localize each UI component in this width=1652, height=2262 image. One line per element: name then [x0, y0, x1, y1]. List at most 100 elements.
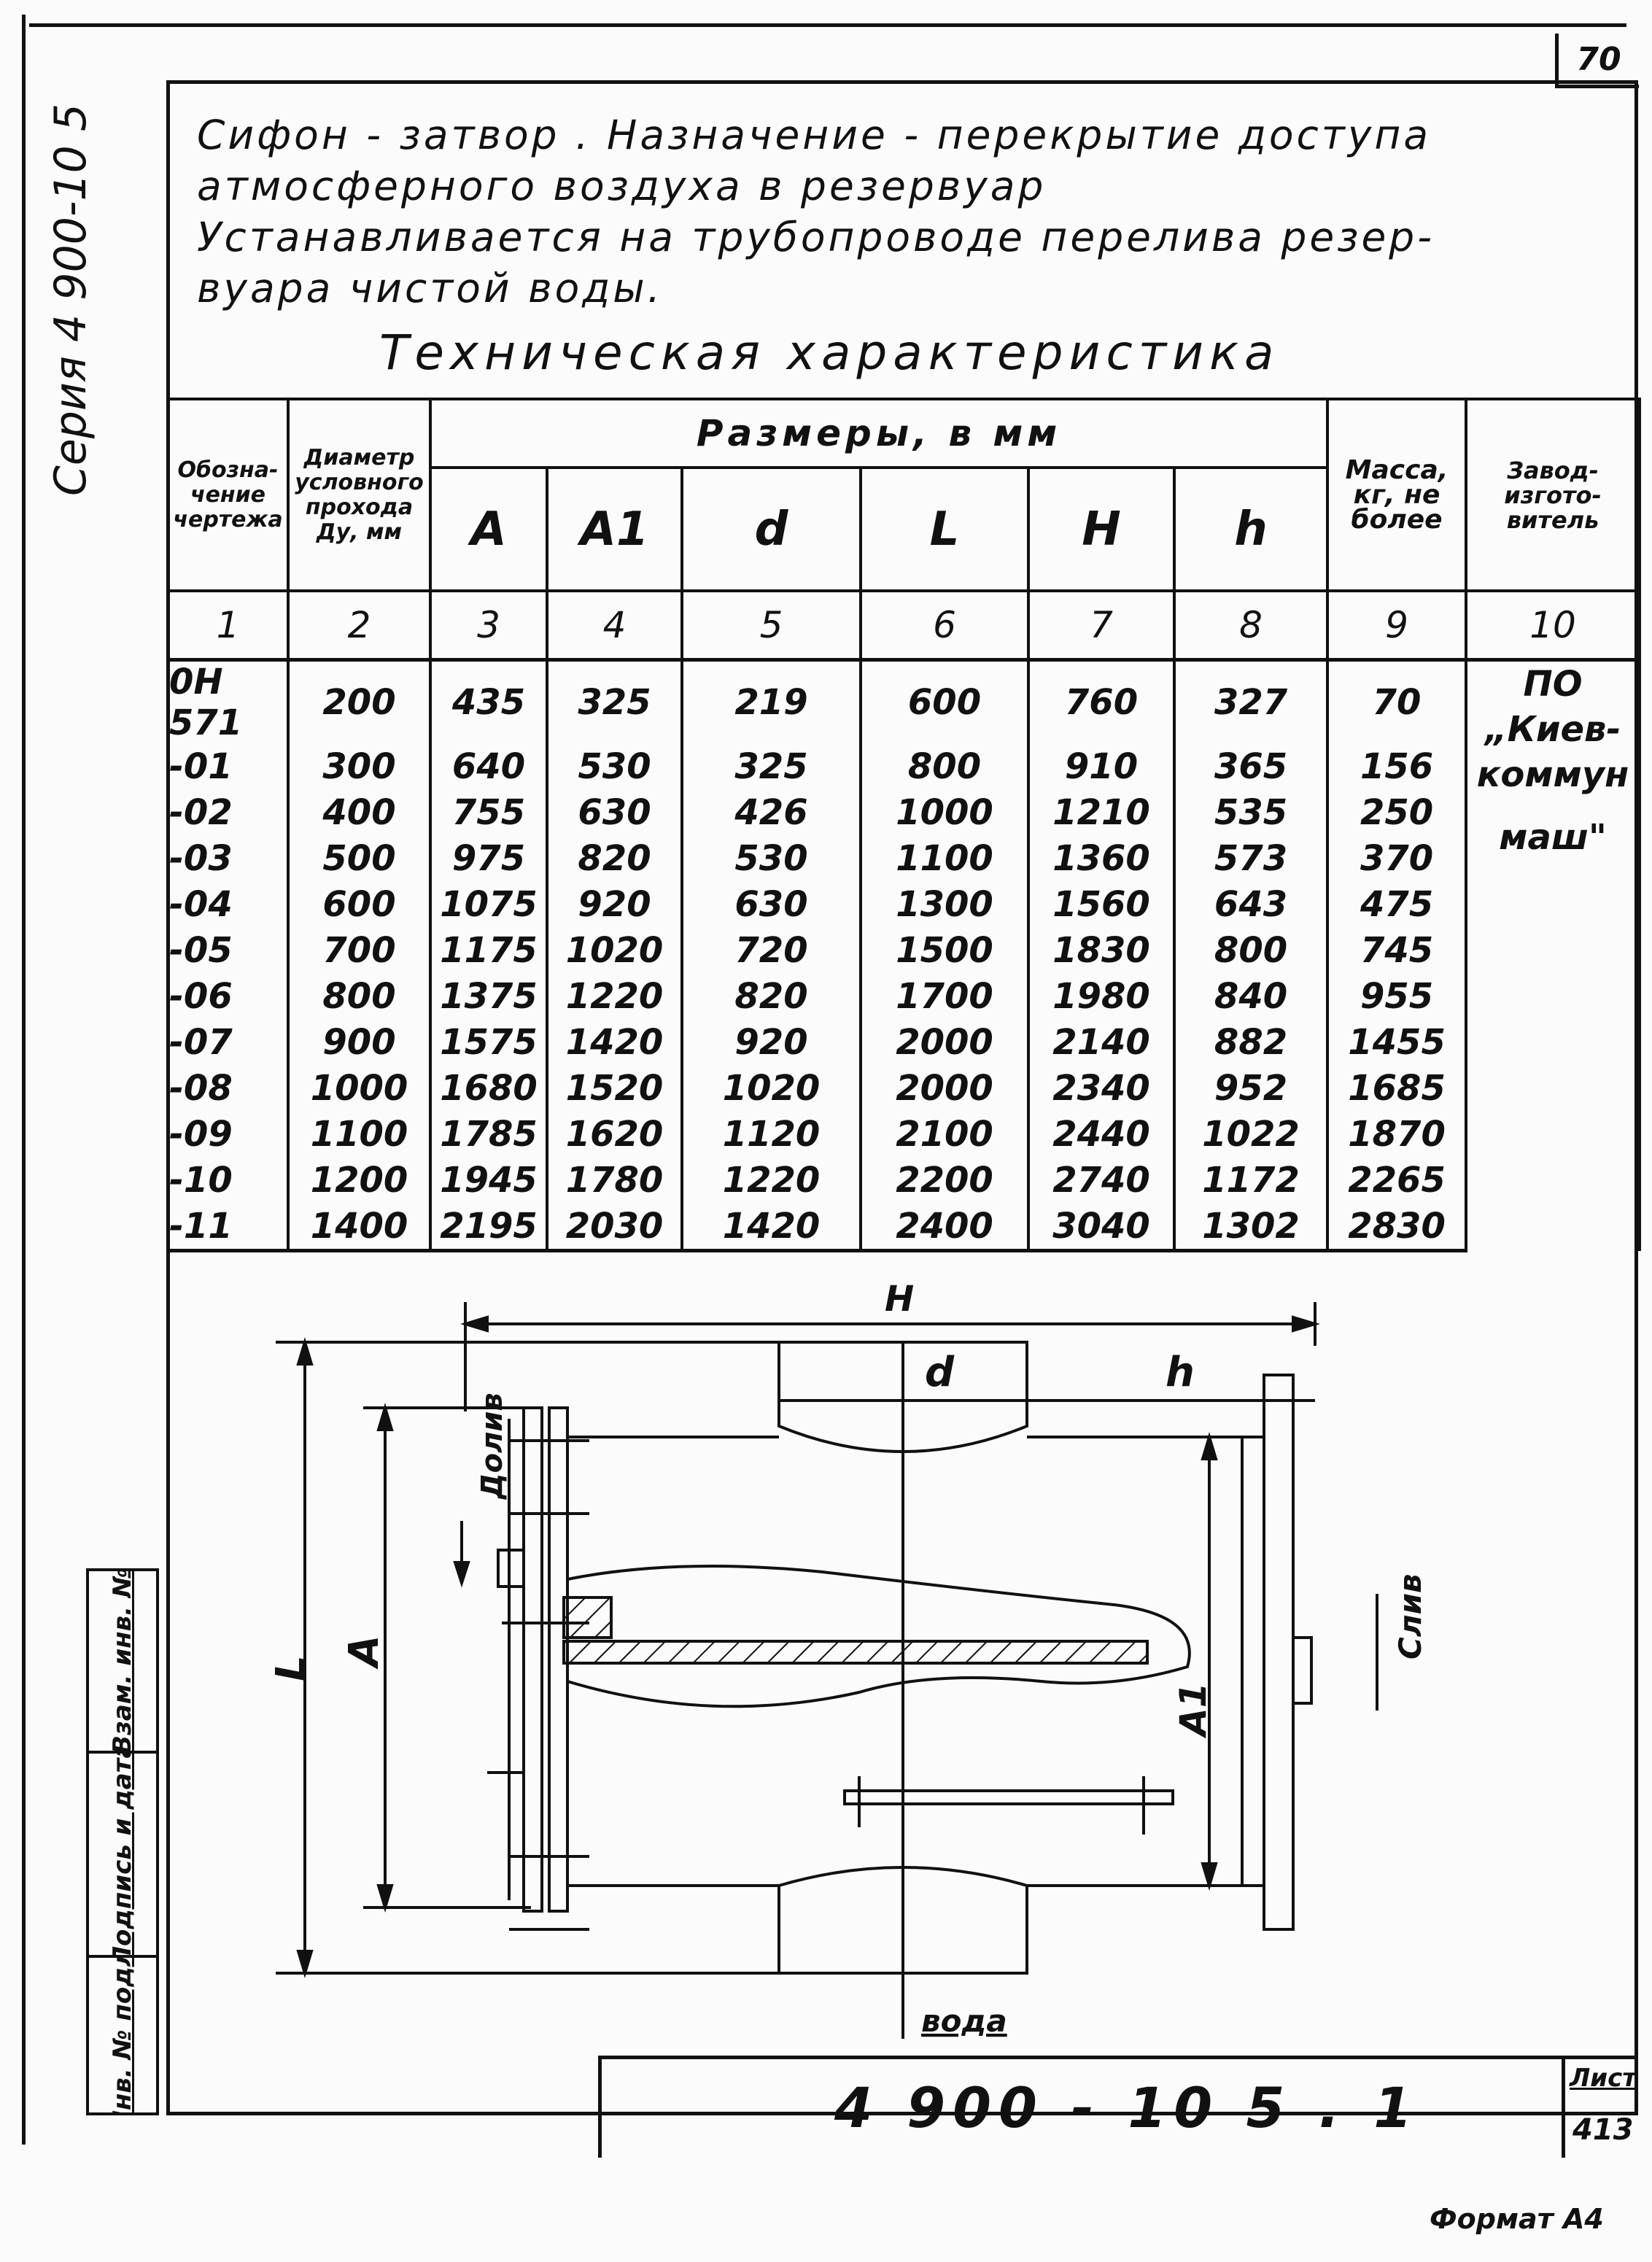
table-cell: 2440	[1027, 1111, 1176, 1157]
hatched-plate	[562, 1640, 1149, 1665]
table-cell: 1420	[680, 1203, 862, 1252]
table-cell: -01	[166, 743, 290, 789]
hatched-block	[562, 1596, 613, 1639]
table-cell: 1100	[859, 835, 1030, 881]
table-cell: 700	[287, 927, 432, 973]
description-line: Устанавливается на трубопроводе перелива…	[197, 214, 1435, 260]
table-cell: 1000	[287, 1065, 432, 1111]
header-mass: Масса, кг, не более	[1326, 398, 1468, 592]
manufacturer-line: ПО	[1523, 664, 1583, 705]
table-cell: 426	[680, 789, 862, 835]
table-cell: 475	[1326, 881, 1468, 927]
table-cell: 1830	[1027, 927, 1176, 973]
table-cell: 200	[287, 659, 432, 743]
table-cell: 1220	[546, 973, 683, 1019]
table-cell: 327	[1172, 659, 1330, 743]
table-cell: 435	[429, 659, 548, 743]
table-cell: 1360	[1027, 835, 1176, 881]
table-cell: 2740	[1027, 1157, 1176, 1203]
side-stamp: Взам. инв. № Подпись и дата Инв. № подл.	[86, 1568, 159, 2115]
lower-rod	[843, 1789, 1174, 1805]
inner-baffle	[567, 1565, 1191, 1708]
table-cell: 800	[1172, 927, 1330, 973]
manufacturer-line: коммун	[1476, 754, 1629, 795]
column-number: 4	[546, 589, 683, 662]
table-cell: 500	[287, 835, 432, 881]
header-symbol: А	[429, 466, 548, 592]
table-cell: 1620	[546, 1111, 683, 1157]
table-cell: 1075	[429, 881, 548, 927]
document-code: 4 900 - 10 5 . 1	[834, 2075, 1420, 2140]
table-cell: 2340	[1027, 1065, 1176, 1111]
table-cell: 600	[287, 881, 432, 927]
table-cell: 1980	[1027, 973, 1176, 1019]
table-cell: 600	[859, 659, 1030, 743]
spec-table: Обозна- чение чертежа Диаметр условного …	[166, 398, 1642, 1252]
column-number: 10	[1465, 589, 1642, 662]
table-cell: 1945	[429, 1157, 548, 1203]
table-cell: 820	[546, 835, 683, 881]
table-cell: 2000	[859, 1019, 1030, 1065]
table-cell: 640	[429, 743, 548, 789]
table-cell: 955	[1326, 973, 1468, 1019]
arrowhead	[296, 1950, 314, 1978]
table-cell: 800	[287, 973, 432, 1019]
siphon-drawing: Н d h L А А1 Долив Слив вода	[268, 1279, 1428, 2039]
table-cell: 1375	[429, 973, 548, 1019]
table-cell: -05	[166, 927, 290, 973]
table-cell: 400	[287, 789, 432, 835]
stamp-cell: Взам. инв. №	[89, 1571, 156, 1754]
header-symbol: L	[859, 466, 1030, 592]
table-cell: 1780	[546, 1157, 683, 1203]
table-cell: 573	[1172, 835, 1330, 881]
table-cell: 1100	[287, 1111, 432, 1157]
table-cell: 1200	[287, 1157, 432, 1203]
column-number: 2	[287, 589, 432, 662]
table-cell: 1302	[1172, 1203, 1330, 1252]
column-number: 6	[859, 589, 1030, 662]
table-cell: 1120	[680, 1111, 862, 1157]
table-title: Техническая характеристика	[379, 325, 1280, 381]
table-cell: 630	[546, 789, 683, 835]
description-line: атмосферного воздуха в резервуар	[197, 163, 1047, 209]
table-cell: 745	[1326, 927, 1468, 973]
top-border-line	[29, 23, 1626, 27]
table-cell: 1400	[287, 1203, 432, 1252]
table-cell: 2030	[546, 1203, 683, 1252]
table-cell: 1300	[859, 881, 1030, 927]
table-cell: 2000	[859, 1065, 1030, 1111]
table-cell: 1020	[546, 927, 683, 973]
series-label: Серия 4 900-10 5	[45, 103, 96, 496]
table-cell: 70	[1326, 659, 1468, 743]
header-diameter: Диаметр условного прохода Ду, мм	[287, 398, 432, 592]
stamp-cell: Подпись и дата	[89, 1754, 156, 1958]
table-cell: -11	[166, 1203, 290, 1252]
header-symbol: d	[680, 466, 862, 592]
table-cell: 0Н 571	[166, 659, 290, 743]
manufacturer-line: „Киев-	[1484, 709, 1621, 750]
table-cell: 1020	[680, 1065, 862, 1111]
table-cell: 370	[1326, 835, 1468, 881]
table-cell: -08	[166, 1065, 290, 1111]
table-cell: 1210	[1027, 789, 1176, 835]
arrowhead	[453, 1561, 470, 1588]
table-cell: 1870	[1326, 1111, 1468, 1157]
right-flange	[1263, 1374, 1295, 1931]
table-cell: -09	[166, 1111, 290, 1157]
label-inflow: Долив	[476, 1393, 509, 1500]
arrowhead	[460, 1315, 489, 1333]
header-symbol: А1	[546, 466, 683, 592]
table-cell: 920	[546, 881, 683, 927]
column-number: 9	[1326, 589, 1468, 662]
table-cell: 1560	[1027, 881, 1176, 927]
arrowhead	[1201, 1862, 1218, 1891]
table-cell: 920	[680, 1019, 862, 1065]
header-manufacturer: Завод- изгото- витель	[1465, 398, 1642, 592]
label-d: d	[925, 1349, 955, 1396]
